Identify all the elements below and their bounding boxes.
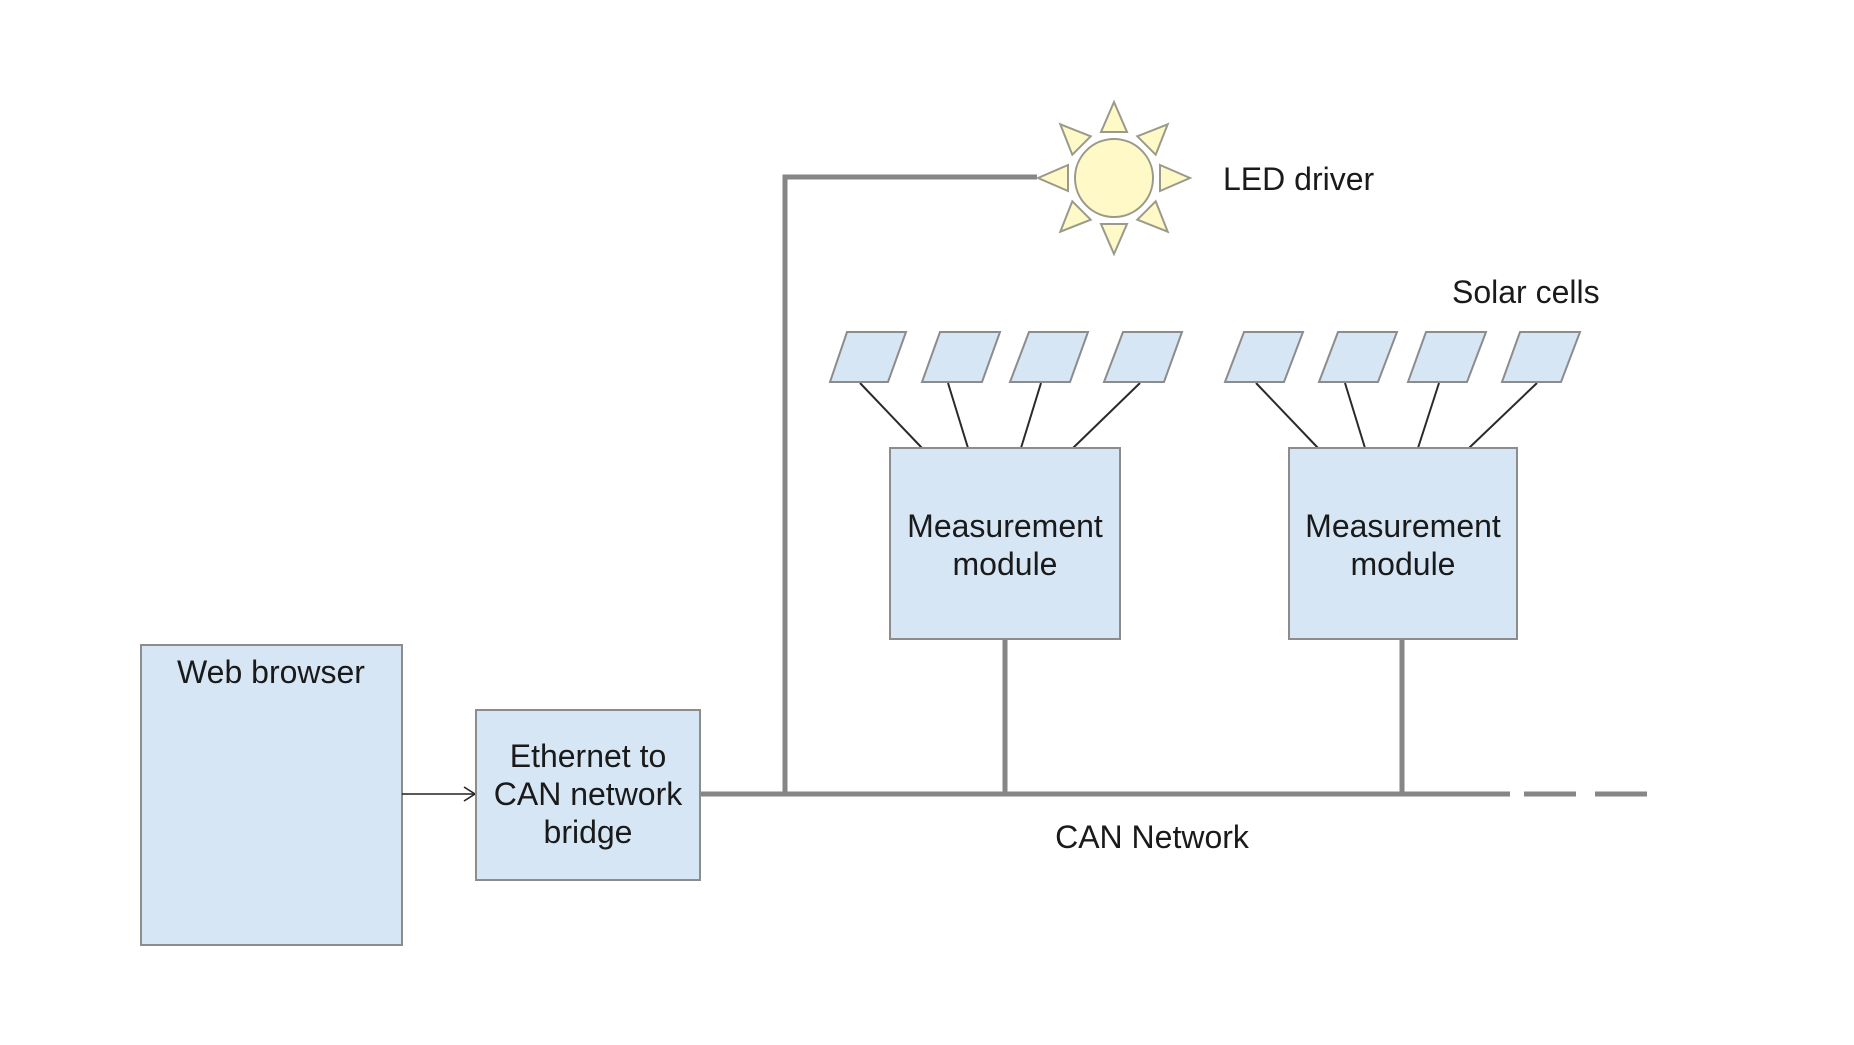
solar-wire bbox=[1468, 382, 1538, 449]
solar-cell-icon bbox=[920, 331, 1002, 383]
sun-ray-icon bbox=[1058, 122, 1093, 157]
bridge-label-line-1: Ethernet to bbox=[510, 738, 667, 774]
sun-ray-icon bbox=[1058, 199, 1093, 234]
browser-to-bridge-arrow bbox=[402, 786, 477, 802]
web-browser-box bbox=[140, 644, 403, 946]
solar-wire bbox=[1344, 382, 1366, 449]
module-label-line-2: module bbox=[953, 546, 1058, 582]
module-label-line-2: module bbox=[1351, 546, 1456, 582]
bridge-label-line-3: bridge bbox=[544, 814, 633, 850]
solar-wire bbox=[1255, 382, 1319, 449]
module-label-line-1: Measurement bbox=[1305, 508, 1501, 544]
sun-ray-icon bbox=[1099, 223, 1129, 257]
led-driver-sun-icon bbox=[1035, 99, 1193, 257]
measurement-module-box bbox=[889, 447, 1121, 640]
web-browser-node: Web browser bbox=[140, 644, 403, 946]
solar-wire bbox=[947, 382, 969, 449]
solar-wire bbox=[1072, 382, 1141, 449]
solar-cell-icon bbox=[828, 331, 908, 383]
measurement-module-box bbox=[1288, 447, 1518, 640]
sun-disc-icon bbox=[1074, 138, 1154, 218]
solar-wire bbox=[1417, 382, 1440, 449]
sun-ray-icon bbox=[1135, 122, 1170, 157]
can-network-label: CAN Network bbox=[1055, 819, 1250, 855]
module-label-line-1: Measurement bbox=[907, 508, 1103, 544]
solar-cell-icon bbox=[1223, 331, 1305, 383]
solar-cells-label: Solar cells bbox=[1452, 274, 1600, 310]
can-bus bbox=[700, 174, 1647, 797]
bridge-label-line-2: CAN network bbox=[494, 776, 684, 812]
solar-cell-icon bbox=[1102, 331, 1184, 383]
solar-cell-group-1 bbox=[828, 331, 1184, 449]
solar-cell-icon bbox=[1317, 331, 1399, 383]
solar-wire bbox=[859, 382, 923, 449]
sun-ray-icon bbox=[1135, 199, 1170, 234]
solar-wire bbox=[1020, 382, 1042, 449]
sun-ray-icon bbox=[1159, 163, 1193, 193]
measurement-module-2: Measurement module bbox=[1288, 447, 1518, 640]
bridge-box bbox=[475, 709, 701, 881]
sun-ray-icon bbox=[1099, 99, 1129, 133]
led-driver-connector bbox=[782, 174, 1037, 794]
ethernet-can-bridge-node: Ethernet to CAN network bridge bbox=[475, 709, 701, 881]
measurement-module-1: Measurement module bbox=[889, 447, 1121, 640]
solar-cell-icon bbox=[1500, 331, 1582, 383]
sun-ray-icon bbox=[1035, 163, 1069, 193]
solar-cell-icon bbox=[1406, 331, 1488, 383]
web-browser-label: Web browser bbox=[177, 654, 365, 690]
solar-cell-icon bbox=[1008, 331, 1090, 383]
led-driver-label: LED driver bbox=[1223, 161, 1375, 197]
solar-cell-group-2 bbox=[1223, 331, 1582, 449]
